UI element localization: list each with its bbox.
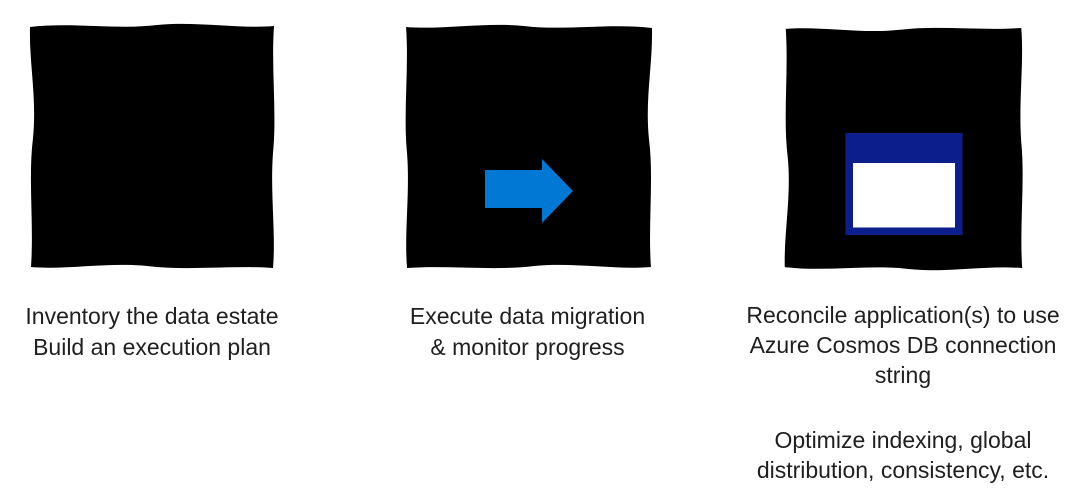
caption-line: Execute data migration bbox=[409, 303, 646, 329]
magnifier-icon bbox=[95, 126, 210, 246]
caption-line: distribution, consistency, etc. bbox=[756, 457, 1050, 483]
sketch-border bbox=[405, 24, 653, 269]
caption-migration: Execute data migration & monitor progres… bbox=[380, 301, 675, 363]
stage-card-post-migration: Post-migration bbox=[777, 20, 1030, 276]
caption-line: Inventory the data estate bbox=[25, 303, 279, 329]
stage-title-post-migration: Post-migration bbox=[797, 68, 1010, 101]
caption-pre-migration: Inventory the data estate Build an execu… bbox=[7, 301, 297, 363]
caption-post-migration: Reconcile application(s) to use Azure Co… bbox=[738, 300, 1068, 485]
stage-card-migration: Migration bbox=[398, 19, 660, 276]
caption-paragraph: Reconcile application(s) to use Azure Co… bbox=[738, 300, 1068, 390]
caption-line: string bbox=[874, 362, 932, 388]
caption-line: Optimize indexing, global bbox=[774, 427, 1032, 453]
caption-line: Reconcile application(s) to use bbox=[746, 302, 1060, 328]
stage-title-migration: Migration bbox=[461, 67, 597, 100]
caption-line: Build an execution plan bbox=[33, 334, 271, 360]
app-window-icon bbox=[845, 133, 962, 240]
stage-title-pre-migration: Pre-migration bbox=[54, 66, 250, 99]
caption-line: & monitor progress bbox=[430, 334, 625, 360]
caption-line: Azure Cosmos DB connection bbox=[749, 332, 1057, 358]
caption-paragraph: Optimize indexing, global distribution, … bbox=[738, 425, 1068, 485]
arrow-right-icon bbox=[485, 158, 573, 229]
stage-card-pre-migration: Pre-migration bbox=[22, 18, 282, 276]
